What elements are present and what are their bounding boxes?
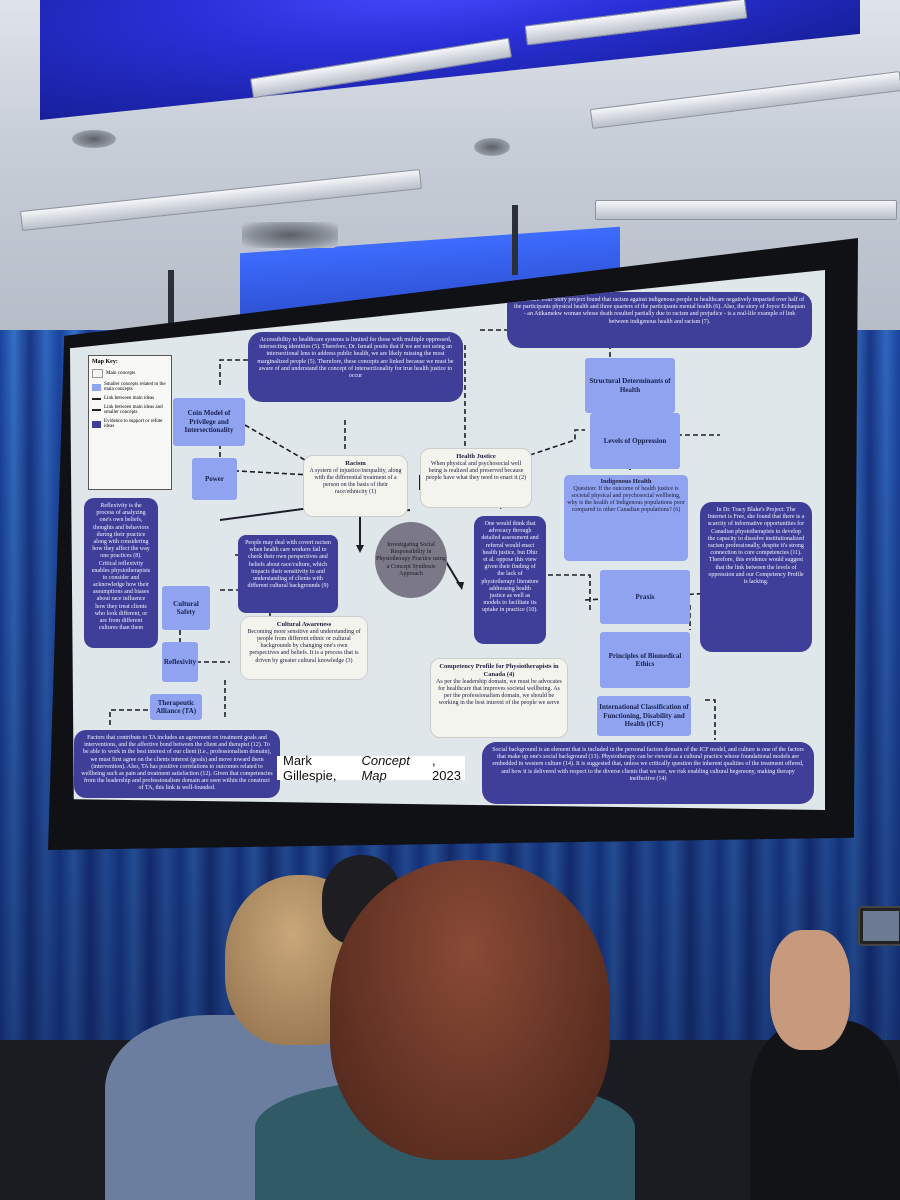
map-key-row: Link between main ideas bbox=[92, 396, 168, 401]
indigenous-health-text: Question: If the outcome of health justi… bbox=[567, 485, 685, 514]
caption-title: Concept Map bbox=[361, 753, 410, 783]
concept-map-slide: Map Key: Main concepts Smaller concepts … bbox=[70, 270, 825, 810]
map-key-row: Smaller concepts related to the main con… bbox=[92, 382, 168, 392]
map-key-label: Link between main ideas and smaller conc… bbox=[104, 405, 163, 415]
cultural-awareness-text: Becoming more sensitive and understandin… bbox=[247, 628, 361, 664]
map-key-label: Evidence to support or refute ideas bbox=[104, 419, 163, 429]
audience-member-right bbox=[750, 1020, 900, 1200]
cultural-safety-node: Cultural Safety bbox=[162, 586, 210, 630]
audience-head-red bbox=[330, 860, 610, 1160]
map-key-dashed-line bbox=[92, 409, 101, 411]
icf-node: International Classification of Function… bbox=[597, 696, 691, 736]
health-justice-text: When physical and psychosocial well bein… bbox=[425, 460, 527, 482]
cultural-awareness-title: Cultural Awareness bbox=[276, 621, 332, 628]
evidence-therapeutic-alliance: Factors that contribute to TA includes a… bbox=[74, 730, 280, 798]
racism-text: A system of injustice/inequality, along … bbox=[309, 467, 402, 496]
praxis-node: Praxis bbox=[600, 570, 690, 624]
ceiling-downlight bbox=[72, 130, 116, 148]
caption-year: , 2023 bbox=[432, 753, 461, 783]
map-key-solid-line bbox=[92, 397, 101, 400]
map-key-swatch bbox=[92, 420, 101, 428]
map-key-label: Link between main ideas bbox=[104, 396, 155, 401]
central-topic-node: Investigating Social Responsibility in P… bbox=[375, 522, 447, 598]
coin-model-node: Coin Model of Privilege and Intersection… bbox=[173, 398, 245, 446]
evidence-social-background: Social background is an element that is … bbox=[482, 742, 814, 804]
reflexivity-node: Reflexivity bbox=[162, 642, 198, 682]
map-key: Map Key: Main concepts Smaller concepts … bbox=[88, 355, 172, 490]
map-key-title: Map Key: bbox=[92, 359, 118, 365]
biomedical-ethics-node: Principles of Biomedical Ethics bbox=[600, 632, 690, 688]
map-key-swatch bbox=[92, 383, 101, 391]
evidence-advocacy: One would think that advocacy through de… bbox=[474, 516, 546, 644]
map-key-label: Smaller concepts related to the main con… bbox=[104, 382, 166, 392]
evidence-covert-racism: People may deal with covert racism when … bbox=[238, 535, 338, 613]
levels-of-oppression-node: Levels of Oppression bbox=[590, 413, 680, 469]
evidence-share-your-story: The Share Your Story project found that … bbox=[507, 292, 812, 348]
therapeutic-alliance-node: Therapeutic Alliance (TA) bbox=[150, 694, 202, 720]
ceiling-light-strip bbox=[595, 200, 897, 220]
phone-screen bbox=[863, 911, 899, 941]
audience-arm-right bbox=[770, 930, 850, 1050]
structural-determinants-node: Structural Determinants of Health bbox=[585, 358, 675, 413]
racism-node: Racism A system of injustice/inequality,… bbox=[303, 455, 408, 517]
phone-recording bbox=[858, 906, 900, 946]
map-key-label: Main concepts bbox=[106, 371, 136, 376]
projector-hanger bbox=[512, 205, 518, 275]
cultural-awareness-node: Cultural Awareness Becoming more sensiti… bbox=[240, 616, 368, 680]
indigenous-health-node: Indigenous Health Question: If the outco… bbox=[564, 475, 688, 561]
competency-profile-title: Competency Profile for Physiotherapists … bbox=[439, 663, 559, 678]
ceiling-downlight bbox=[474, 138, 510, 156]
caption-author: Mark Gillespie, bbox=[283, 753, 337, 783]
slide-caption: Mark Gillespie, Concept Map , 2023 bbox=[277, 753, 465, 783]
evidence-reflexivity: Reflexivity is the process of analyzing … bbox=[84, 498, 158, 648]
competency-profile-node: Competency Profile for Physiotherapists … bbox=[430, 658, 568, 738]
competency-profile-text: As per the leadership domain, we must be… bbox=[436, 678, 562, 707]
health-justice-title: Health Justice bbox=[456, 453, 496, 460]
power-node: Power bbox=[192, 458, 237, 500]
indigenous-health-title: Indigenous Health bbox=[600, 478, 652, 485]
map-key-row: Link between main ideas and smaller conc… bbox=[92, 405, 168, 415]
racism-title: Racism bbox=[345, 460, 366, 467]
map-key-row: Evidence to support or refute ideas bbox=[92, 419, 168, 429]
health-justice-node: Health Justice When physical and psychos… bbox=[420, 448, 532, 508]
evidence-accessibility: Accessibility to healthcare systems is l… bbox=[248, 332, 463, 402]
map-key-row: Main concepts bbox=[92, 369, 168, 378]
projector-hanger bbox=[168, 270, 174, 330]
map-key-swatch bbox=[92, 369, 103, 378]
evidence-tracy-blake: In Dr. Tracy Blake's Project: The Intern… bbox=[700, 502, 812, 652]
ceiling-downlight bbox=[242, 222, 338, 248]
